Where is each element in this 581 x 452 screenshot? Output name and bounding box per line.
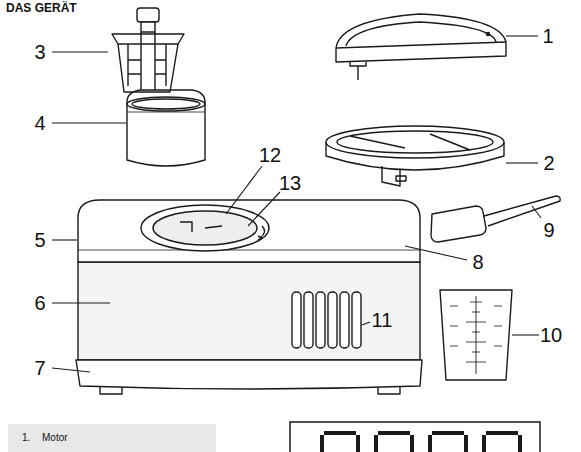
legend-band — [8, 424, 216, 452]
measuring-cup-drawing — [440, 290, 512, 380]
callout-number: 11 — [372, 310, 393, 330]
spatula-drawing — [431, 196, 560, 242]
display-drawing — [482, 435, 486, 452]
vent-drawing — [304, 292, 313, 348]
display-drawing — [320, 431, 522, 452]
lid-drawing — [337, 131, 493, 153]
vent-drawing — [340, 292, 349, 348]
motor-drawing — [336, 42, 506, 48]
leader-lines — [506, 35, 538, 36]
vent-drawing — [328, 292, 337, 348]
base-unit-drawing — [258, 236, 262, 240]
leader-lines — [52, 368, 90, 372]
bowl-drawing — [132, 99, 200, 109]
callout-number: 2 — [543, 153, 554, 173]
leader-lines — [226, 166, 262, 214]
base-unit-drawing — [78, 200, 420, 262]
vent-drawing — [292, 292, 361, 348]
paddle-drawing — [112, 8, 184, 92]
lid-drawing — [326, 126, 504, 158]
measuring-cup-drawing — [440, 290, 512, 380]
motor-drawing — [336, 14, 506, 62]
leader-lines — [362, 322, 370, 325]
leader-lines — [52, 122, 126, 123]
base-unit-drawing — [153, 211, 257, 245]
callout-number: 9 — [543, 220, 554, 240]
measuring-cup-drawing — [466, 302, 486, 362]
display-drawing — [290, 422, 540, 452]
paddle-drawing — [118, 43, 178, 44]
callout-number: 12 — [259, 145, 281, 165]
motor-drawing — [350, 62, 366, 66]
display-drawing — [428, 435, 432, 452]
leader-lines — [248, 192, 280, 226]
base-unit-drawing — [78, 250, 420, 251]
base-unit-drawing — [260, 226, 265, 238]
paddle-drawing — [128, 60, 166, 74]
display-drawing — [410, 435, 414, 452]
legend-text: Motor — [42, 433, 68, 443]
callout-number: 7 — [34, 358, 45, 378]
bowl-drawing — [127, 97, 205, 111]
callout-number: 4 — [34, 113, 45, 133]
base-unit-drawing — [180, 222, 222, 232]
base-unit-drawing — [141, 205, 269, 251]
display-drawing — [324, 431, 356, 435]
callout-number: 8 — [472, 252, 483, 272]
base-unit-drawing — [78, 262, 420, 360]
bowl-drawing — [127, 90, 205, 166]
callout-number: 3 — [34, 42, 45, 62]
display-drawing — [290, 422, 540, 452]
paddle-drawing — [112, 34, 184, 92]
legend-text: 1. — [22, 433, 30, 443]
paddle-drawing — [137, 8, 159, 22]
leader-lines — [512, 334, 539, 335]
bowl-drawing — [127, 112, 205, 113]
page-title: DAS GERÄT — [6, 2, 77, 14]
appliance-illustration — [52, 8, 560, 394]
display-drawing — [432, 431, 464, 435]
motor-drawing — [346, 22, 496, 46]
vent-drawing — [292, 292, 301, 348]
base-unit-drawing — [76, 200, 422, 394]
motor-drawing — [336, 14, 506, 80]
callout-number: 6 — [34, 293, 45, 313]
measuring-cup-drawing — [450, 306, 502, 346]
paddle-drawing — [128, 32, 166, 90]
leader-lines — [532, 206, 541, 218]
leader-lines — [506, 162, 538, 163]
leader-lines — [52, 36, 541, 372]
leader-lines — [52, 302, 110, 303]
leader-lines — [52, 51, 108, 52]
base-unit-drawing — [76, 360, 422, 389]
lid-drawing — [350, 134, 470, 150]
callout-number: 1 — [542, 26, 553, 46]
vent-drawing — [352, 292, 361, 348]
paddle-drawing — [141, 22, 155, 32]
lid-drawing — [396, 176, 406, 181]
display-drawing — [374, 435, 378, 452]
callout-number: 13 — [279, 173, 301, 193]
display-drawing — [518, 435, 522, 452]
bowl-drawing — [127, 104, 205, 166]
leader-lines — [405, 246, 467, 260]
bowl-drawing — [127, 90, 205, 104]
callout-number: 5 — [34, 230, 45, 250]
lid-drawing — [326, 126, 504, 186]
vent-drawing — [316, 292, 325, 348]
base-unit-drawing — [100, 386, 400, 394]
display-drawing — [378, 431, 410, 435]
display-drawing — [464, 435, 468, 452]
display-drawing — [320, 435, 324, 452]
callout-number: 10 — [540, 325, 562, 345]
spatula-drawing — [431, 206, 486, 242]
motor-drawing — [357, 66, 358, 80]
leader-lines — [52, 239, 77, 240]
display-drawing — [356, 435, 360, 452]
motor-drawing — [486, 32, 489, 35]
display-drawing — [486, 431, 518, 435]
